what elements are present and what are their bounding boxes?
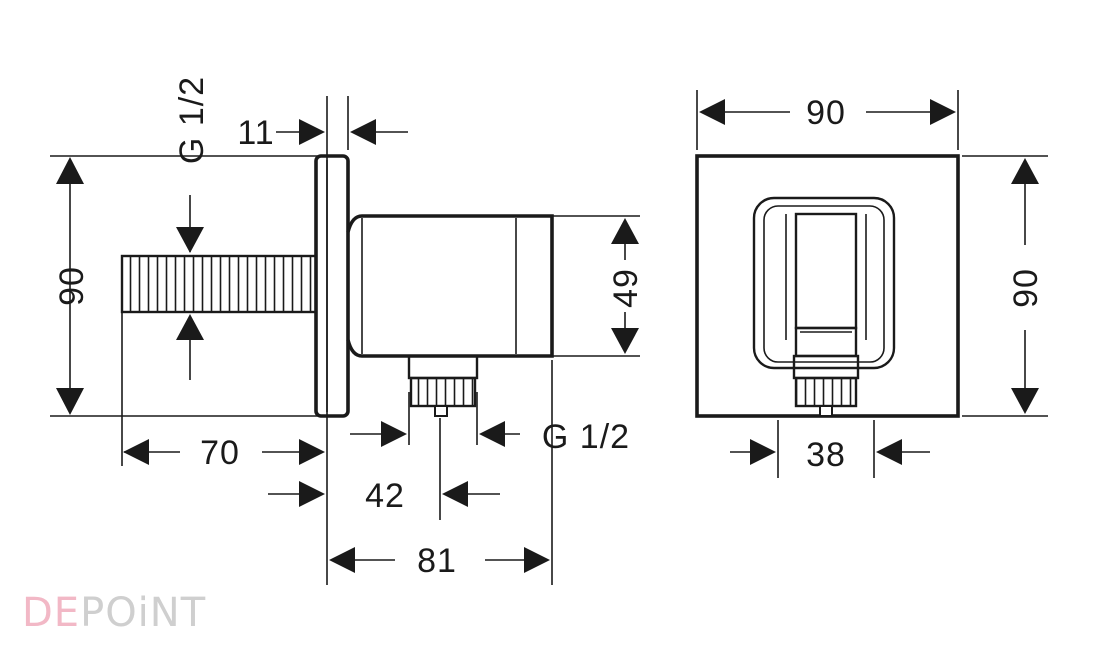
arrow-head (876, 439, 902, 465)
arrow-head (1011, 158, 1039, 184)
dim-front-height: 90 (1007, 268, 1045, 308)
watermark-part-b: POiNT (80, 590, 206, 636)
arrow-head (699, 99, 725, 125)
arrow-head (381, 421, 407, 447)
arrow-head (479, 421, 505, 447)
arrow-head (123, 439, 149, 465)
outlet-thread (407, 354, 479, 417)
arrow-head (611, 218, 639, 244)
arrow-head (329, 547, 355, 573)
front-extension-lines (696, 90, 1048, 478)
dim-pipe-thread: G 1/2 (173, 76, 211, 164)
arrow-head (299, 119, 325, 145)
watermark-part-a: DE (22, 590, 80, 636)
arrow-head (299, 439, 325, 465)
hose-holder (752, 196, 896, 370)
arrow-head (524, 547, 550, 573)
arrow-head (611, 328, 639, 354)
dim-outlet-thread: G 1/2 (542, 418, 630, 456)
arrow-head (930, 99, 956, 125)
arrow-head (176, 314, 204, 340)
dim-plate-thickness: 11 (237, 114, 274, 152)
arrow-head (299, 481, 325, 507)
arrow-head (1011, 388, 1039, 414)
front-outlet (792, 354, 860, 417)
outlet-body (346, 214, 554, 358)
front-view: 90 90 38 (695, 90, 1048, 478)
wall-plate (314, 154, 350, 418)
dim-overall-height: 90 (53, 266, 91, 306)
watermark-logo: DEPOiNT (22, 590, 206, 636)
arrow-head (750, 439, 776, 465)
dim-front-width: 90 (806, 94, 846, 132)
dim-body-height: 49 (607, 268, 645, 308)
arrow-head (56, 157, 84, 184)
arrow-head (176, 227, 204, 253)
dim-pipe-length: 70 (200, 434, 240, 472)
dim-depth: 81 (417, 542, 457, 580)
arrow-head (350, 119, 376, 145)
arrow-head (442, 481, 468, 507)
side-view: 90 G 1/2 11 70 42 81 G 1/2 49 (50, 76, 645, 585)
arrow-head (56, 388, 84, 415)
threaded-pipe (120, 254, 318, 314)
dim-outlet-offset: 42 (365, 477, 405, 515)
dim-outlet-width: 38 (806, 436, 846, 474)
